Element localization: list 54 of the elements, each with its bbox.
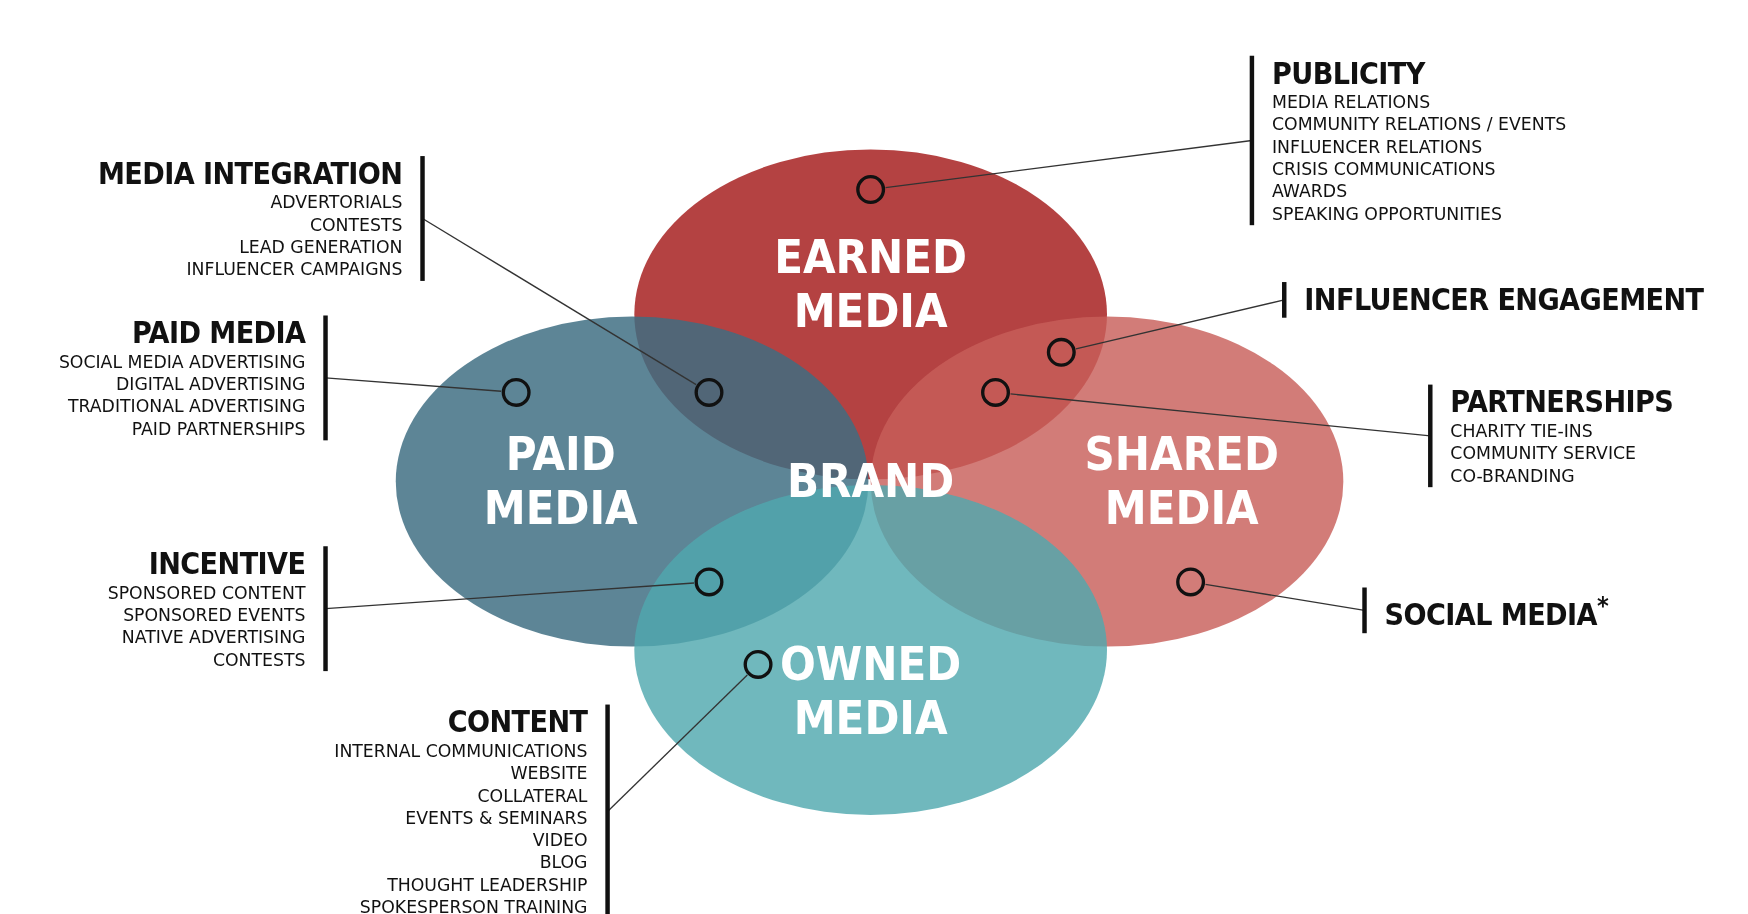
marker-circle [1175, 566, 1205, 596]
list-item: COLLATERAL [476, 784, 588, 808]
ellipse-label: EARNED MEDIA [773, 230, 969, 338]
list-item: WEBSITE [509, 762, 588, 785]
marker-circle [743, 649, 772, 679]
section-heading: INFLUENCER ENGAGEMENT [1304, 282, 1704, 318]
marker-circle [855, 174, 885, 204]
list-item: CONTESTS [211, 648, 306, 672]
list-item: INTERNAL COMMUNICATIONS [334, 740, 588, 763]
list-item: INFLUENCER RELATIONS [1272, 136, 1484, 159]
list-item: SPEAKING OPPORTUNITIES [1272, 203, 1503, 226]
list-item: BLOG [538, 851, 588, 874]
list-item: ADVERTORIALS [269, 191, 403, 215]
list-item: LEAD GENERATION [238, 236, 403, 259]
list-item: PAID PARTNERSHIPS [130, 418, 306, 441]
list-item: INFLUENCER CAMPAIGNS [185, 258, 403, 281]
callout-block [107, 546, 328, 672]
list-item: NATIVE ADVERTISING [120, 626, 306, 649]
section-heading: PAID MEDIA [131, 315, 306, 352]
list-item: SOCIAL MEDIA ADVERTISING [58, 351, 306, 374]
list-item: VIDEO [531, 829, 588, 852]
section-heading: PARTNERSHIPS [1450, 384, 1674, 421]
section-heading: PUBLICITY [1272, 55, 1427, 92]
list-item: COMMUNITY SERVICE [1450, 442, 1637, 465]
list-item: SPOKESPERSON TRAINING [358, 896, 588, 914]
list-item: TRADITIONAL ADVERTISING [66, 395, 306, 419]
list-item: DIGITAL ADVERTISING [115, 373, 306, 396]
callout-block [334, 704, 610, 914]
list-item: CO-BRANDING [1450, 465, 1576, 488]
ellipse-label: OWNED MEDIA [779, 637, 963, 745]
ellipse-label: SHARED MEDIA [1083, 428, 1280, 536]
list-item: SPONSORED CONTENT [107, 582, 306, 605]
ellipse-label: PAID MEDIA [482, 428, 639, 536]
list-item: CRISIS COMMUNICATIONS [1272, 158, 1497, 181]
callout-block [1249, 55, 1567, 226]
callout-block [1428, 384, 1674, 488]
marker-circle [693, 377, 723, 407]
list-item: MEDIA RELATIONS [1272, 91, 1432, 114]
list-item: AWARDS [1272, 180, 1349, 203]
list-item: CHARITY TIE-INS [1450, 420, 1594, 443]
section-heading: SOCIAL MEDIA$^{*}$ [1384, 589, 1609, 634]
section-heading: MEDIA INTEGRATION [97, 156, 403, 192]
callout-block [58, 315, 328, 441]
section-heading: CONTENT [446, 704, 588, 741]
list-item: CONTESTS [308, 214, 403, 237]
list-item: THOUGHT LEADERSHIP [386, 874, 588, 897]
leader-line [1009, 393, 1431, 437]
callout-block [97, 156, 425, 281]
leader-line [1075, 299, 1285, 350]
section-heading: INCENTIVE [147, 546, 306, 582]
list-item: COMMUNITY RELATIONS / EVENTS [1272, 113, 1567, 136]
list-item: EVENTS & SEMINARS [404, 807, 588, 830]
list-item: SPONSORED EVENTS [122, 604, 306, 627]
marker-circle [501, 377, 531, 407]
